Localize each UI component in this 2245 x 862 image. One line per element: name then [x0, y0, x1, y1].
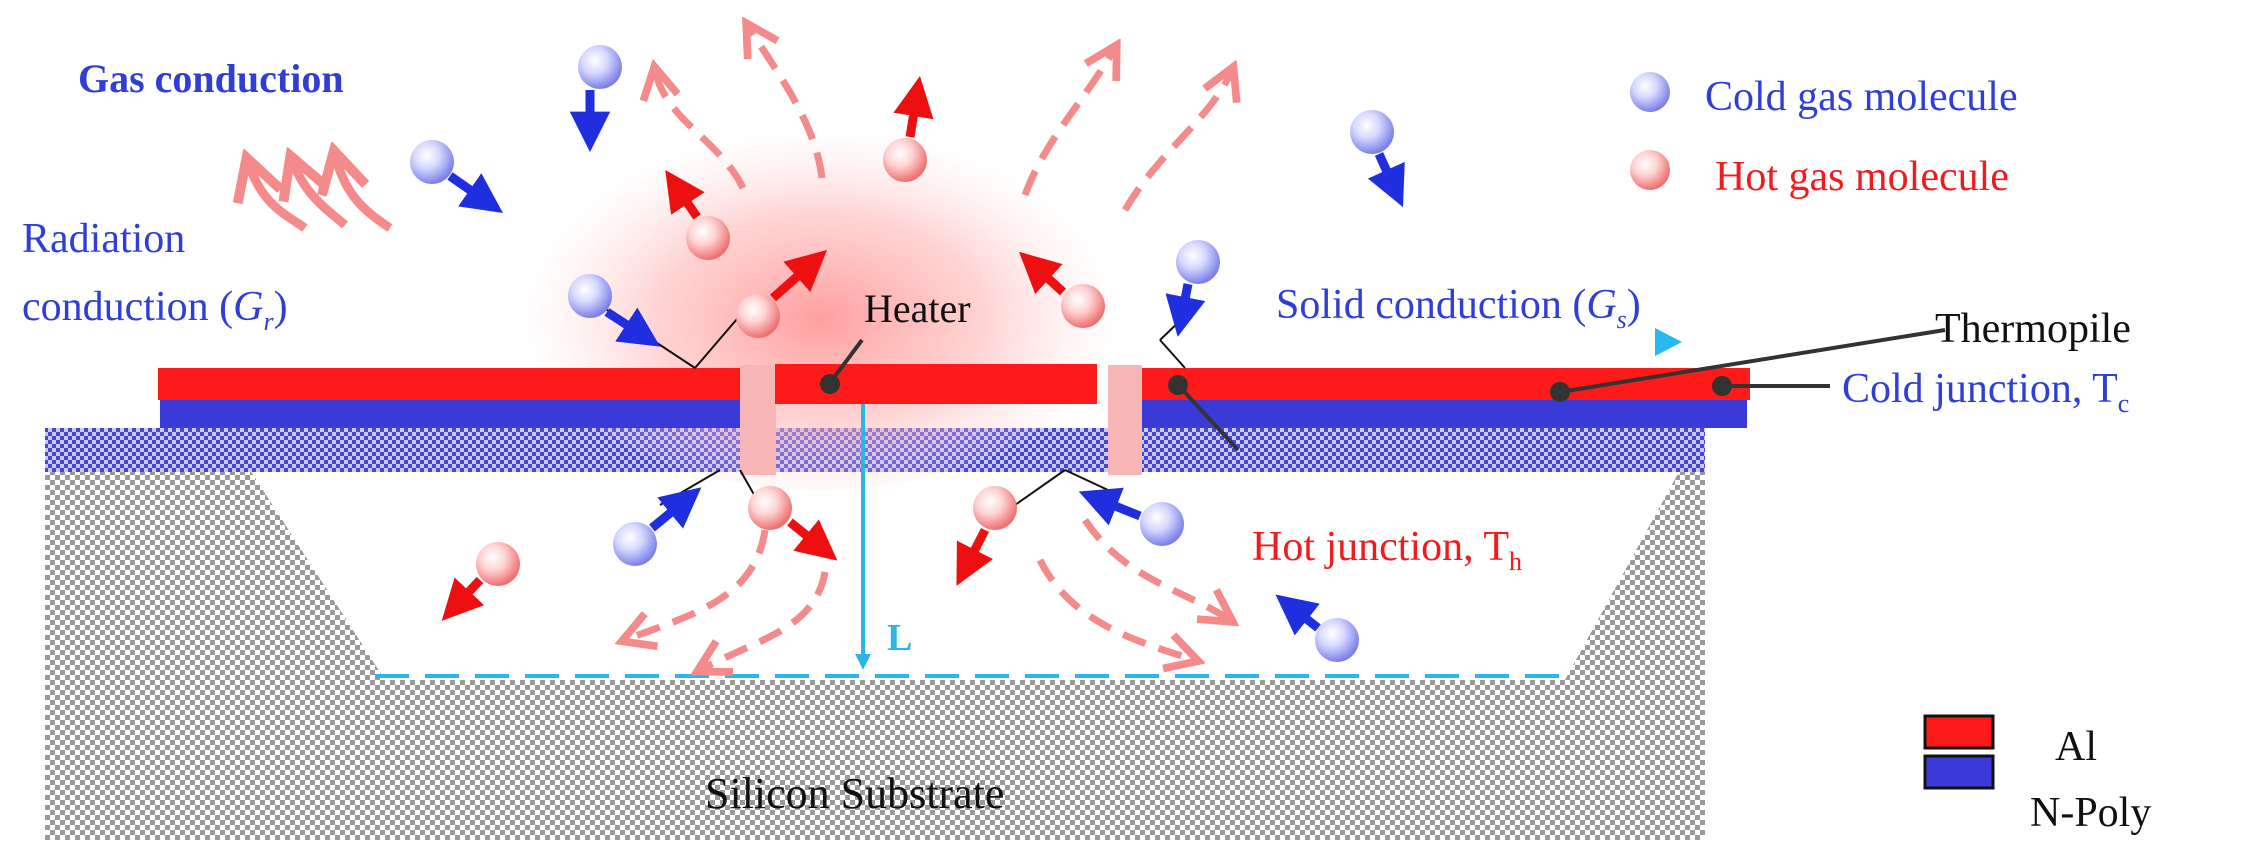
radiation-arrows: [248, 155, 393, 232]
cold-molecule: [613, 522, 657, 566]
hot-junction-dot: [1168, 375, 1188, 395]
hot-molecule: [686, 216, 730, 260]
membrane-right: [1140, 428, 1705, 472]
thermopile-dot: [1550, 382, 1570, 402]
npoly-layer-left: [160, 400, 740, 428]
cold-molecule: [1140, 502, 1184, 546]
legend-cold-molecule: [1630, 72, 1670, 112]
cold-molecule: [578, 45, 622, 89]
heater-label: Heater: [864, 286, 971, 331]
hot-junction-leader: [1176, 383, 1240, 452]
legend-cold-label: Cold gas molecule: [1705, 74, 2018, 120]
hot-flow-dashed-down: [625, 518, 1230, 670]
solid-conduction-label: Solid conduction (Gs): [1276, 282, 1641, 334]
cold-junction-label: Cold junction, Tc: [1842, 366, 2129, 418]
solid-conduction-arrowhead: [1655, 328, 1682, 356]
radiation-label-line2: conduction (Gr): [22, 284, 288, 336]
gap-glow-left: [740, 365, 776, 475]
gas-molecules: [410, 45, 1405, 662]
hot-molecule: [883, 138, 927, 182]
heater-dot: [820, 374, 840, 394]
cold-molecule: [1176, 240, 1220, 284]
radiation-label-line1: Radiation: [22, 216, 185, 262]
thermopile-label: Thermopile: [1935, 306, 2131, 352]
cold-molecule: [568, 274, 612, 318]
cold-molecule: [410, 140, 454, 184]
gas-conduction-label: Gas conduction: [78, 56, 344, 101]
gap-glow-right: [1108, 365, 1142, 475]
legend-hot-label: Hot gas molecule: [1715, 154, 2009, 200]
cold-molecule: [1315, 618, 1359, 662]
legend-hot-molecule: [1630, 150, 1670, 190]
hot-flow-dashed-up: [655, 26, 1232, 212]
npoly-layer-right: [1142, 400, 1747, 428]
gap-length-label: L: [887, 617, 912, 659]
al-layer-left: [158, 368, 740, 400]
hot-molecule: [748, 486, 792, 530]
thermopile-leader: [1559, 328, 1946, 394]
legend-npoly-swatch: [1923, 754, 1995, 790]
hot-molecule: [973, 486, 1017, 530]
hot-molecule: [476, 542, 520, 586]
al-layer-right: [1142, 368, 1750, 400]
legend-al-swatch: [1923, 714, 1995, 750]
legend-al-label: Al: [2055, 724, 2097, 770]
hot-molecule: [736, 294, 780, 338]
silicon-substrate-label: Silicon Substrate: [705, 769, 1004, 818]
legend-npoly-label: N-Poly: [2030, 790, 2151, 836]
cold-junction-dot: [1712, 376, 1732, 396]
hot-molecule: [1061, 284, 1105, 328]
silicon-substrate: [45, 470, 1705, 840]
hot-junction-label: Hot junction, Th: [1252, 524, 1522, 576]
cold-molecule: [1350, 110, 1394, 154]
